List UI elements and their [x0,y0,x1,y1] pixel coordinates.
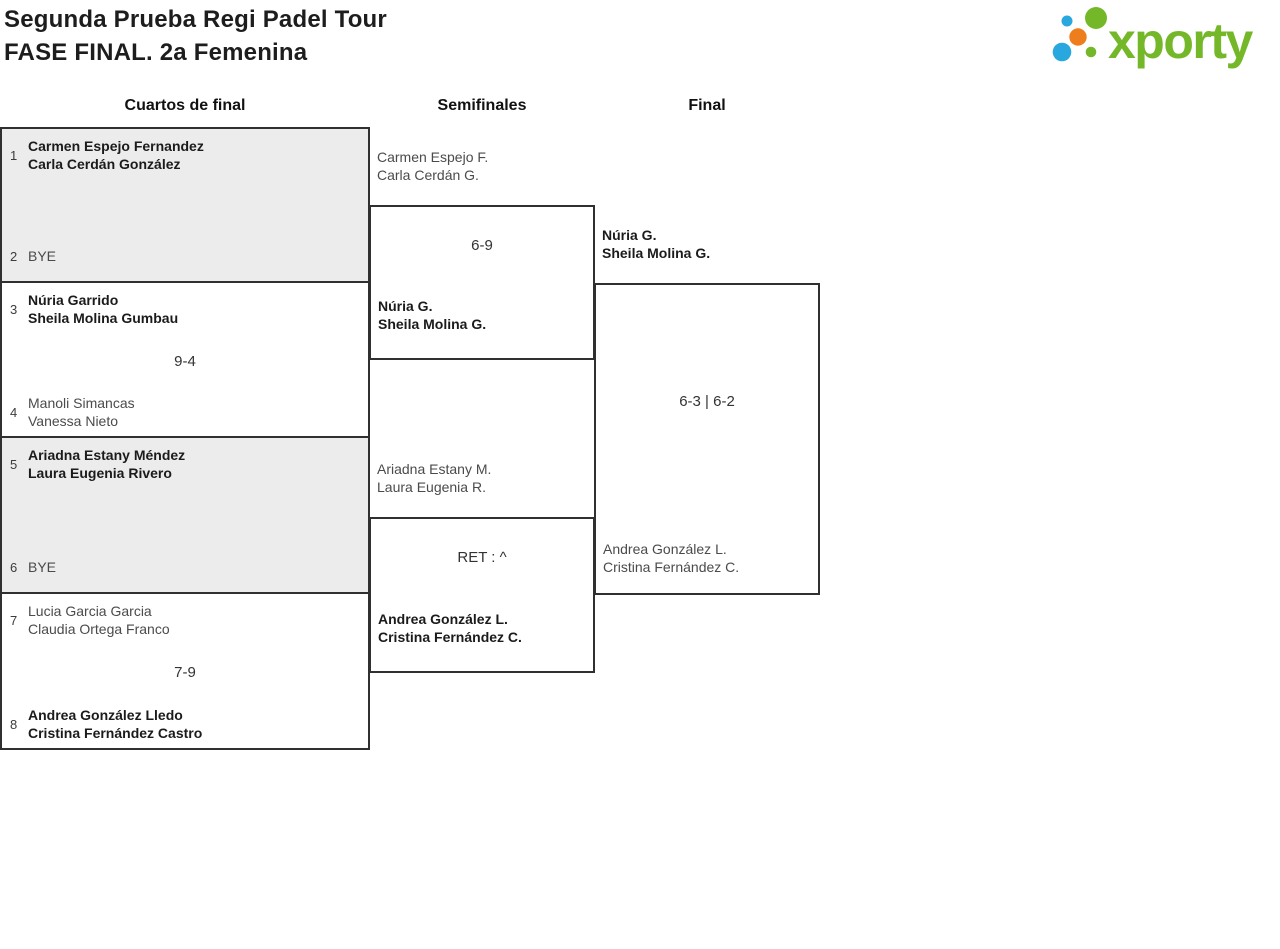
match-score: RET : ^ [457,549,507,566]
match-quarterfinal-3: 5 Ariadna Estany Méndez Laura Eugenia Ri… [0,438,370,594]
xporty-logo-text: xporty [1108,13,1253,69]
player-name: Vanessa Nieto [28,413,119,429]
team-entry-seed-7: 7 Lucia Garcia Garcia Claudia Ortega Fra… [10,602,362,638]
semifinal-1-bottom-team: Núria G. Sheila Molina G. [378,297,486,333]
seed-number: 8 [10,716,18,732]
player-name: Cristina Fernández C. [603,559,740,575]
column-header-final: Final [688,97,726,114]
team-names: Andrea González Lledo Cristina Fernández… [28,706,202,742]
semifinal-2-top-team: Ariadna Estany M. Laura Eugenia R. [377,460,491,496]
player-name: Sheila Molina Gumbau [28,310,179,326]
xporty-logo-mark [1052,7,1107,62]
player-name: BYE [28,559,57,575]
match-final: 6-3 | 6-2 Andrea González L. Cristina Fe… [594,283,820,595]
player-name: Andrea González Lledo [28,707,183,723]
seed-number: 4 [10,404,18,420]
title-line-1: Segunda Prueba Regi Padel Tour [4,6,387,33]
match-quarterfinal-2: 3 Núria Garrido Sheila Molina Gumbau 9-4… [0,283,370,438]
player-name: Lucia Garcia Garcia [28,603,152,619]
title-line-2: FASE FINAL. 2a Femenina [4,39,308,66]
team-names: Carmen Espejo Fernandez Carla Cerdán Gon… [28,137,204,173]
team-names: BYE [28,558,56,576]
team-entry-seed-1: 1 Carmen Espejo Fernandez Carla Cerdán G… [10,137,362,173]
seed-number: 2 [10,248,18,264]
logo-dot-blue-large [1052,42,1072,62]
match-score: 9-4 [174,353,196,370]
match-quarterfinal-1: 1 Carmen Espejo Fernandez Carla Cerdán G… [0,127,370,283]
player-name: Laura Eugenia Rivero [28,465,172,481]
player-name: Carla Cerdán González [28,156,181,172]
team-entry-seed-6: 6 BYE [10,558,362,576]
player-name: Ariadna Estany M. [377,461,492,477]
seed-number: 5 [10,456,18,472]
match-semifinal-1: 6-9 Núria G. Sheila Molina G. [369,205,595,360]
team-entry-seed-3: 3 Núria Garrido Sheila Molina Gumbau [10,291,362,327]
team-names: Lucia Garcia Garcia Claudia Ortega Franc… [28,602,170,638]
logo-dot-green-large [1085,7,1107,29]
semifinal-2-bottom-team: Andrea González L. Cristina Fernández C. [378,610,522,646]
logo-dot-green-small [1085,46,1097,58]
final-bottom-team: Andrea González L. Cristina Fernández C. [603,540,739,576]
team-names: Manoli Simancas Vanessa Nieto [28,394,135,430]
player-name: Claudia Ortega Franco [28,621,170,637]
player-name: BYE [28,248,57,264]
semifinal-1-top-team: Carmen Espejo F. Carla Cerdán G. [377,148,488,184]
match-score: 6-9 [471,237,493,254]
team-entry-seed-2: 2 BYE [10,247,362,265]
player-name: Andrea González L. [378,611,508,627]
team-names: Ariadna Estany Méndez Laura Eugenia Rive… [28,446,185,482]
match-quarterfinal-4: 7 Lucia Garcia Garcia Claudia Ortega Fra… [0,594,370,750]
player-name: Carmen Espejo F. [377,149,489,165]
seed-number: 3 [10,301,18,317]
player-name: Andrea González L. [603,541,727,557]
match-score: 6-3 | 6-2 [679,393,735,410]
team-entry-seed-8: 8 Andrea González Lledo Cristina Fernánd… [10,706,362,742]
player-name: Núria Garrido [28,292,119,308]
player-name: Manoli Simancas [28,395,135,411]
player-name: Sheila Molina G. [602,245,711,261]
team-entry-seed-5: 5 Ariadna Estany Méndez Laura Eugenia Ri… [10,446,362,482]
player-name: Ariadna Estany Méndez [28,447,186,463]
xporty-logo[interactable]: xporty [1050,4,1253,72]
team-names: Núria Garrido Sheila Molina Gumbau [28,291,178,327]
match-score: 7-9 [174,664,196,681]
match-semifinal-2: RET : ^ Andrea González L. Cristina Fern… [369,517,595,673]
team-entry-seed-4: 4 Manoli Simancas Vanessa Nieto [10,394,362,430]
final-top-team: Núria G. Sheila Molina G. [602,226,710,262]
page-title: Segunda Prueba Regi Padel Tour FASE FINA… [4,3,387,69]
player-name: Núria G. [378,298,433,314]
player-name: Sheila Molina G. [378,316,487,332]
player-name: Cristina Fernández Castro [28,725,203,741]
player-name: Carmen Espejo Fernandez [28,138,204,154]
seed-number: 7 [10,612,18,628]
seed-number: 1 [10,147,18,163]
player-name: Carla Cerdán G. [377,167,479,183]
seed-number: 6 [10,559,18,575]
player-name: Núria G. [602,227,657,243]
column-header-semifinales: Semifinales [437,97,527,114]
team-names: BYE [28,247,56,265]
logo-dot-blue-small [1061,15,1073,27]
logo-dot-orange [1069,28,1087,46]
column-header-cuartos-de-final: Cuartos de final [124,97,246,114]
player-name: Laura Eugenia R. [377,479,486,495]
player-name: Cristina Fernández C. [378,629,522,645]
